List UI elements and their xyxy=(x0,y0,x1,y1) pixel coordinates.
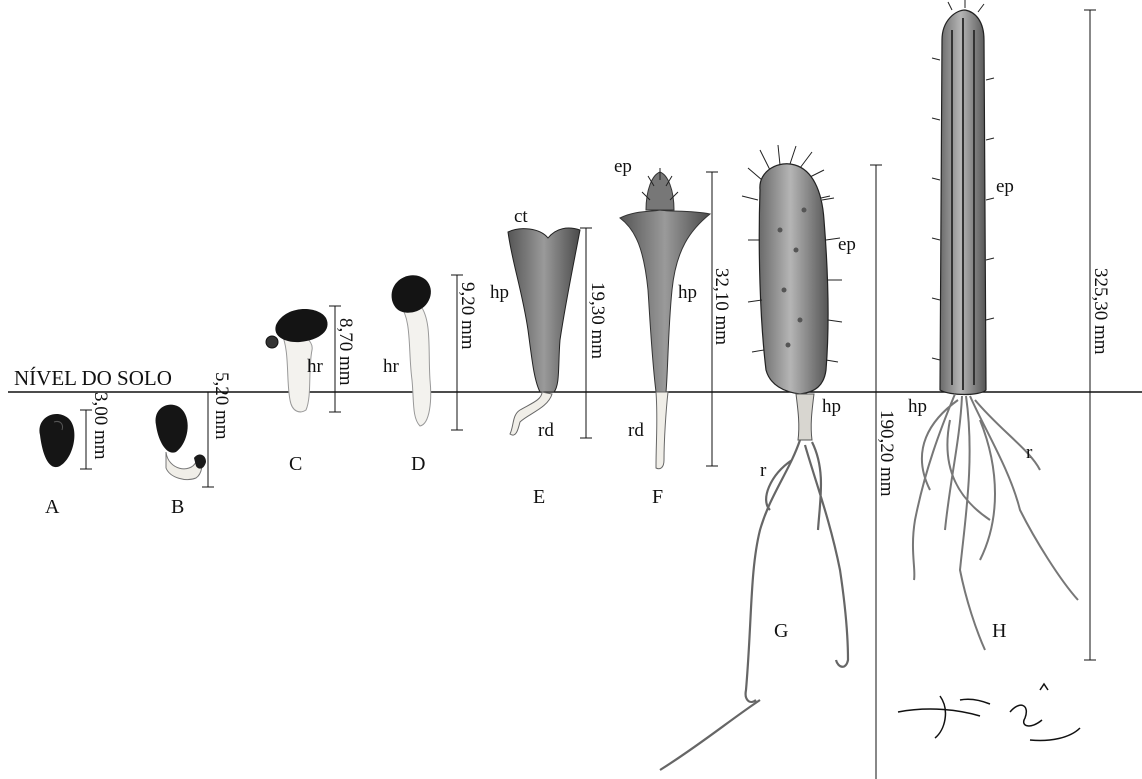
measure-c: 8,70 mm xyxy=(335,318,356,386)
part-hp-f: hp xyxy=(678,282,697,303)
measure-h: 325,30 mm xyxy=(1090,268,1111,355)
part-rd-f: rd xyxy=(628,420,644,441)
stage-letter-f: F xyxy=(652,486,663,508)
seed-coat-c xyxy=(275,309,327,342)
stage-letter-c: C xyxy=(289,453,302,475)
measure-f: 32,10 mm xyxy=(711,268,732,345)
stage-letter-a: A xyxy=(45,496,60,518)
soil-level-label: NÍVEL DO SOLO xyxy=(14,366,172,390)
stage-letter-e: E xyxy=(533,486,545,508)
stage-e-seedling xyxy=(508,228,580,435)
root-f xyxy=(656,392,668,469)
part-ct-e: ct xyxy=(514,206,528,227)
measure-e: 19,30 mm xyxy=(587,282,608,359)
part-hr-c: hr xyxy=(307,356,324,377)
part-ep-f: ep xyxy=(614,156,632,177)
stage-g-seedling xyxy=(660,145,848,770)
stage-letter-d: D xyxy=(411,453,425,475)
hypocotyl-g xyxy=(796,394,814,440)
stage-b-seedling xyxy=(156,405,206,480)
measure-b: 5,20 mm xyxy=(211,372,232,440)
stage-d-seedling xyxy=(392,275,431,426)
roots-g xyxy=(660,440,848,770)
stage-h-cactus xyxy=(913,0,1078,650)
part-rd-e: rd xyxy=(538,420,554,441)
part-ep-g: ep xyxy=(838,234,856,255)
hypocotyl-d xyxy=(400,305,431,426)
stem-g xyxy=(759,164,828,394)
seed-coat-d xyxy=(392,275,431,312)
part-hp-h: hp xyxy=(908,396,927,417)
part-hr-d: hr xyxy=(383,356,400,377)
stage-letter-b: B xyxy=(171,496,184,518)
part-r-h: r xyxy=(1026,442,1033,463)
part-r-g: r xyxy=(760,460,767,481)
measure-a: 3,00 mm xyxy=(90,392,111,460)
artist-signature xyxy=(898,684,1080,741)
seed-a xyxy=(39,414,74,467)
roots-h xyxy=(913,394,1078,650)
measure-g: 190,20 mm xyxy=(876,410,897,497)
measure-d: 9,20 mm xyxy=(457,282,478,350)
part-hp-e: hp xyxy=(490,282,509,303)
stage-letter-g: G xyxy=(774,620,788,642)
part-ep-h: ep xyxy=(996,176,1014,197)
stage-a-seed xyxy=(39,414,74,467)
cotyledons-e xyxy=(508,228,580,392)
stage-letter-h: H xyxy=(992,620,1006,642)
part-hp-g: hp xyxy=(822,396,841,417)
